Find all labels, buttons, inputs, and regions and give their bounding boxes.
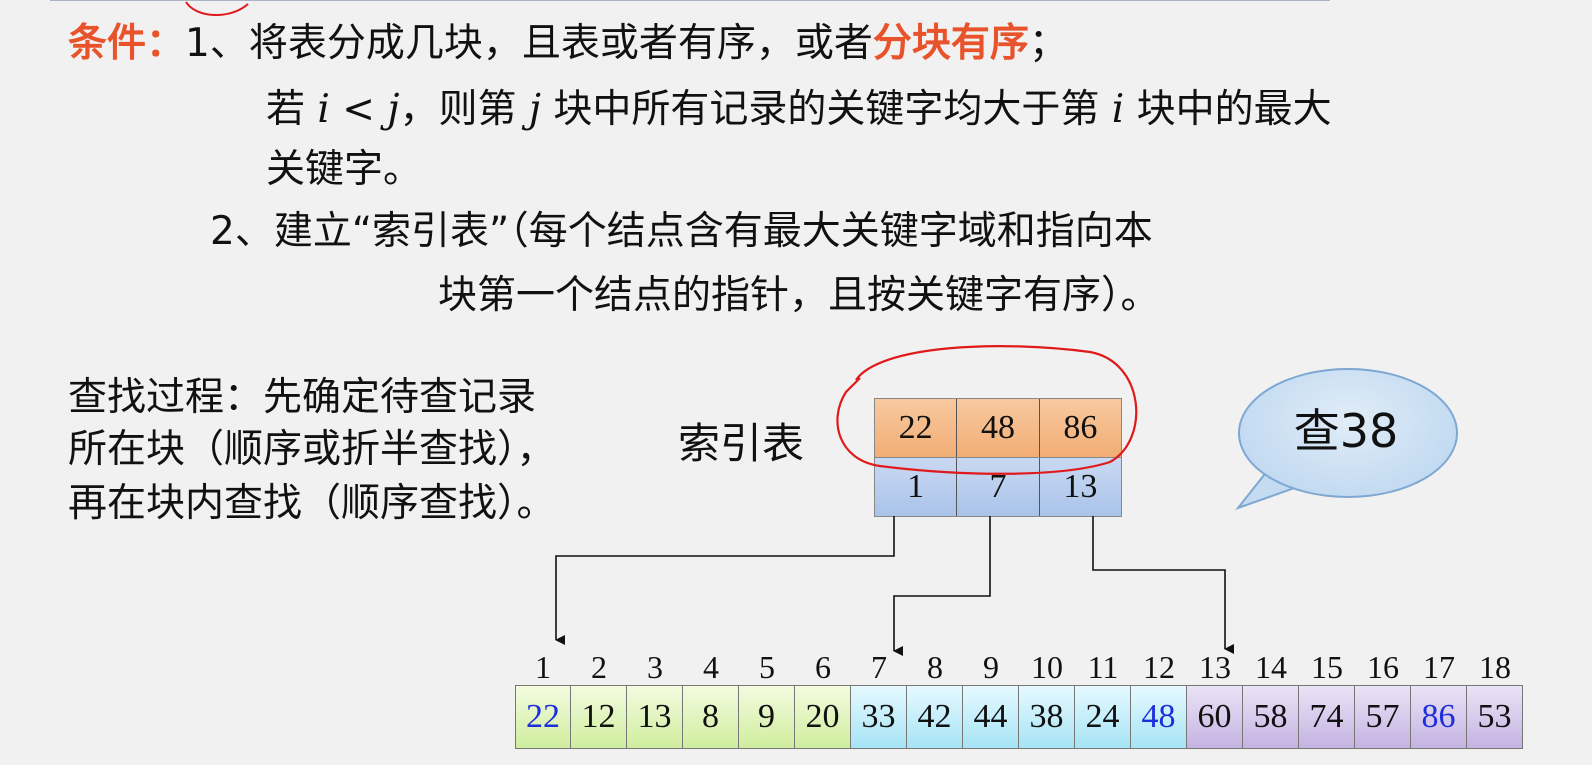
array-index: 3: [647, 649, 663, 685]
array-index: 4: [703, 649, 719, 685]
var-j: j: [528, 87, 541, 132]
array-cell: 86: [1411, 685, 1467, 749]
index-key-cell: 48: [957, 399, 1040, 457]
condition-line-1: 条件：1、将表分成几块，且表或者有序，或者分块有序；: [68, 21, 1068, 67]
array-index: 7: [871, 649, 887, 685]
process-line-3: 再在块内查找（顺序查找）。: [68, 481, 556, 526]
array-cell: 48: [1131, 685, 1187, 749]
array-index-row: 1 2 3 4 5 6 7 8 9 10 11 12 13 14 15 16 1…: [515, 650, 1523, 684]
array-index: 5: [759, 649, 775, 685]
text-fragment: <: [329, 87, 388, 132]
array-index: 2: [591, 649, 607, 685]
array-cell: 44: [963, 685, 1019, 749]
condition-line-3: 关键字。: [266, 147, 423, 192]
array-cell: 42: [907, 685, 963, 749]
red-circle-annotation: [836, 345, 1138, 475]
index-table-label: 索引表: [678, 419, 805, 468]
array-index: 14: [1255, 649, 1287, 685]
var-j: j: [387, 87, 400, 132]
record-array-row: 22 12 13 8 9 20 33 42 44 38 24 48 60 58 …: [515, 685, 1523, 749]
array-index: 12: [1143, 649, 1175, 685]
condition-line-5: 块第一个结点的指针，且按关键字有序）。: [438, 273, 1160, 318]
array-index: 11: [1087, 649, 1119, 685]
array-index: 13: [1199, 649, 1231, 685]
array-cell: 58: [1243, 685, 1299, 749]
array-index: 1: [535, 649, 551, 685]
condition-line-4: 2、建立“索引表”（每个结点含有最大关键字域和指向本: [210, 209, 1153, 254]
pointer-arrow-7: [893, 516, 991, 656]
array-index: 18: [1479, 649, 1511, 685]
array-cell: 33: [851, 685, 907, 749]
text-fragment: 若: [266, 87, 318, 132]
index-key-cell: 86: [1063, 409, 1098, 446]
array-cell: 9: [739, 685, 795, 749]
array-index: 15: [1311, 649, 1343, 685]
condition-label: 条件：: [68, 21, 186, 66]
array-cell: 13: [627, 685, 683, 749]
process-line-1: 查找过程：先确定待查记录: [68, 375, 537, 420]
array-cell: 22: [515, 685, 571, 749]
array-cell: 53: [1467, 685, 1523, 749]
index-pointer-cell: 13: [1063, 468, 1098, 505]
condition-1-text: 1、将表分成几块，且表或者有序，或者: [185, 21, 873, 66]
bubble-text: 查38: [1293, 404, 1399, 458]
speech-bubble: [1238, 368, 1458, 498]
array-index: 17: [1423, 649, 1455, 685]
array-index: 9: [983, 649, 999, 685]
condition-1-end: ；: [1028, 21, 1068, 66]
array-cell: 60: [1187, 685, 1243, 749]
array-cell: 12: [571, 685, 627, 749]
condition-line-2: 若 i < j，则第 j 块中所有记录的关键字均大于第 i 块中的最大: [266, 87, 1332, 133]
array-index: 8: [927, 649, 943, 685]
array-cell: 57: [1355, 685, 1411, 749]
red-scribble-annotation: [185, 1, 249, 17]
index-pointer-cell: 7: [957, 458, 1040, 516]
index-pointer-cell: 1: [875, 458, 958, 516]
pointer-arrow-1: [555, 516, 895, 645]
var-i: i: [317, 87, 330, 132]
index-key-row: 22 48 86: [874, 398, 1122, 458]
array-cell: 74: [1299, 685, 1355, 749]
record-array: 22 12 13 8 9 20 33 42 44 38 24 48 60 58 …: [515, 685, 1523, 749]
pointer-arrow-13: [1092, 516, 1234, 654]
array-index: 16: [1367, 649, 1399, 685]
array-index: 6: [815, 649, 831, 685]
array-cell: 24: [1075, 685, 1131, 749]
text-fragment: 块中所有记录的关键字均大于第: [540, 87, 1112, 132]
array-cell: 38: [1019, 685, 1075, 749]
process-line-2: 所在块（顺序或折半查找），: [68, 427, 556, 472]
text-fragment: ，则第: [399, 87, 529, 132]
top-divider: [50, 0, 1330, 1]
highlight-text: 分块有序: [872, 21, 1029, 66]
array-cell: 20: [795, 685, 851, 749]
text-fragment: 块中的最大: [1124, 87, 1332, 132]
index-key-cell: 22: [875, 399, 958, 457]
var-i: i: [1111, 87, 1125, 132]
array-index: 10: [1031, 649, 1063, 685]
array-cell: 8: [683, 685, 739, 749]
